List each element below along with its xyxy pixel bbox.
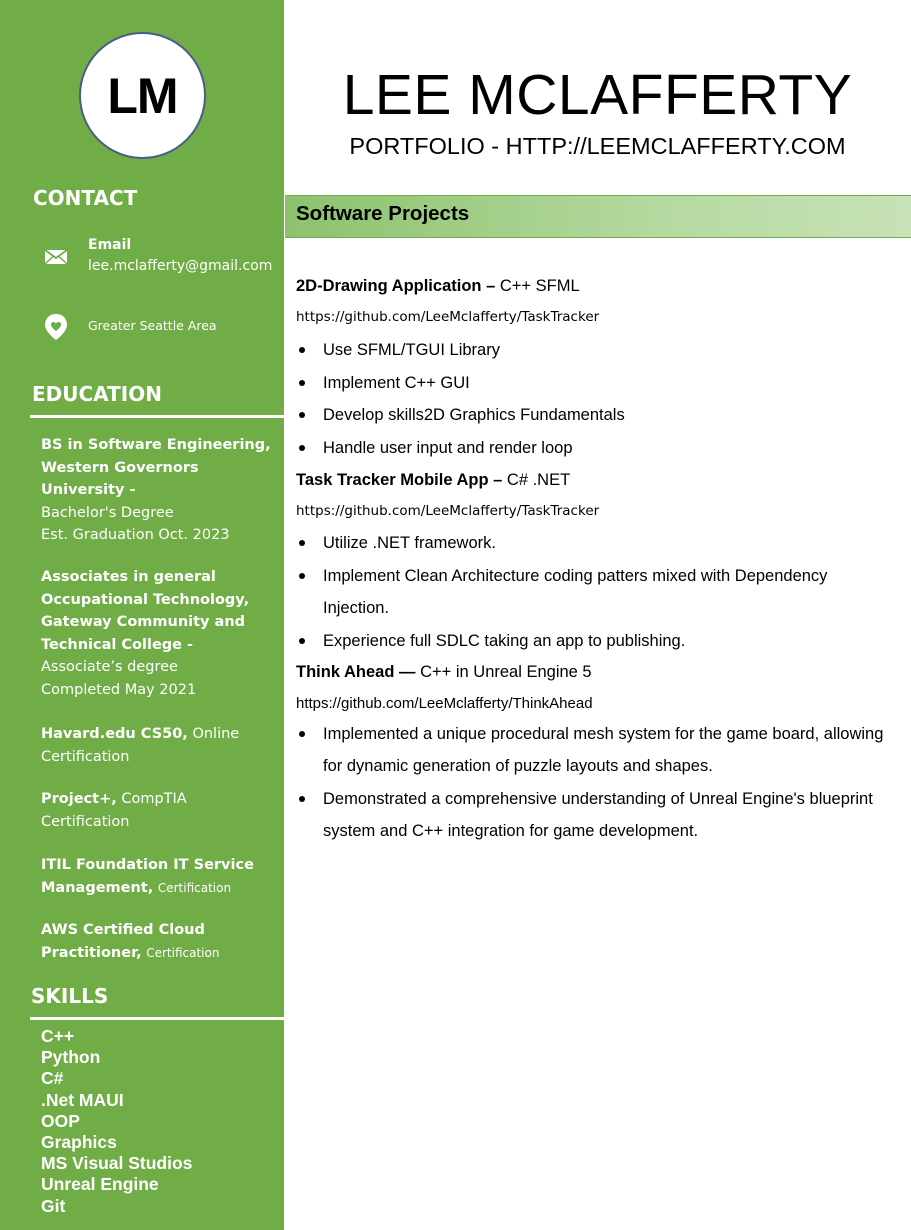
- project-name: 2D-Drawing Application –: [296, 277, 496, 295]
- initials-text: LM: [107, 67, 178, 124]
- bullet-item: Implement C++ GUI: [296, 372, 625, 394]
- skill-item: Git: [41, 1195, 66, 1216]
- envelope-icon: [44, 249, 68, 265]
- portfolio-link[interactable]: PORTFOLIO - HTTP://LEEMCLAFFERTY.COM: [349, 133, 846, 159]
- skill-item: C++: [41, 1026, 75, 1046]
- project-name: Task Tracker Mobile App –: [296, 471, 503, 489]
- education-item-wgu: BS in Software Engineering, Western Gove…: [41, 434, 276, 547]
- skill-item: Python: [41, 1047, 101, 1068]
- bullet-item: Develop skills2D Graphics Fundamentals: [296, 404, 625, 426]
- project-name: Think Ahead —: [296, 663, 416, 681]
- section-header-bar: [285, 195, 911, 238]
- project-title: Think Ahead — C++ in Unreal Engine 5: [296, 663, 592, 682]
- contact-email-block: Email lee.mclafferty@gmail.com: [88, 235, 272, 277]
- education-detail: Certification: [157, 880, 232, 895]
- project-tech: C++ in Unreal Engine 5: [420, 663, 592, 681]
- project-title: 2D-Drawing Application – C++ SFML: [296, 277, 580, 296]
- skill-item: MS Visual Studios: [41, 1153, 193, 1174]
- skill-item: C#: [41, 1068, 64, 1089]
- education-title: Project+,: [41, 791, 117, 807]
- contact-heading: CONTACT: [33, 186, 138, 210]
- education-detail: Bachelor's Degree: [41, 504, 174, 521]
- email-label: Email: [88, 237, 132, 253]
- education-detail: Completed May 2021: [41, 681, 197, 698]
- education-heading: EDUCATION: [32, 382, 162, 406]
- education-detail: CompTIA Certification: [41, 791, 187, 830]
- education-title: ITIL Foundation IT Service Management,: [41, 857, 254, 896]
- skill-item: .Net MAUI: [41, 1089, 124, 1110]
- skill-item: Graphics: [41, 1132, 117, 1153]
- bullet-item: Handle user input and render loop: [296, 437, 625, 459]
- skills-divider: [30, 1017, 284, 1020]
- project-url[interactable]: https://github.com/LeeMclafferty/ThinkAh…: [296, 695, 593, 712]
- project-url[interactable]: https://github.com/LeeMclafferty/TaskTra…: [296, 503, 600, 519]
- bullet-item: Implement Clean Architecture coding patt…: [296, 560, 896, 624]
- person-name: LEE MCLAFFERTY: [342, 63, 853, 127]
- bullet-item: Demonstrated a comprehensive understandi…: [296, 783, 896, 847]
- bullet-item: Utilize .NET framework.: [296, 532, 896, 554]
- map-pin-icon: [45, 314, 67, 340]
- education-title: BS in Software Engineering, Western Gove…: [41, 437, 271, 498]
- skill-item: OOP: [41, 1110, 80, 1131]
- bullet-item: Use SFML/TGUI Library: [296, 339, 625, 361]
- education-detail: Certification: [146, 945, 220, 960]
- education-divider: [30, 415, 284, 418]
- education-detail: Associate’s degree: [41, 659, 178, 675]
- location-text: Greater Seattle Area: [88, 318, 217, 333]
- project-bullets: Use SFML/TGUI Library Implement C++ GUI …: [296, 339, 625, 459]
- skills-list: C++ Python C# .Net MAUI OOP Graphics MS …: [41, 1026, 192, 1217]
- education-title: AWS Certified Cloud Practitioner,: [41, 922, 205, 961]
- education-item-project-plus: Project+, CompTIA Certification: [41, 788, 276, 833]
- education-title: Havard.edu CS50,: [41, 726, 188, 742]
- bullet-item: Implemented a unique procedural mesh sys…: [296, 718, 896, 782]
- education-item-itil: ITIL Foundation IT Service Management, C…: [41, 854, 276, 899]
- initials-avatar: LM: [79, 32, 206, 159]
- education-item-aws: AWS Certified Cloud Practitioner, Certif…: [41, 919, 276, 964]
- education-item-gateway: Associates in general Occupational Techn…: [41, 566, 276, 701]
- education-item-cs50: Havard.edu CS50, Online Certification: [41, 723, 276, 768]
- section-title: Software Projects: [296, 202, 470, 225]
- project-bullets: Implemented a unique procedural mesh sys…: [296, 718, 896, 847]
- project-tech: C++ SFML: [499, 277, 580, 295]
- sidebar: LM CONTACT Email lee.mclafferty@gmail.co…: [0, 0, 284, 1230]
- bullet-item: Experience full SDLC taking an app to pu…: [296, 630, 896, 652]
- email-address[interactable]: lee.mclafferty@gmail.com: [88, 258, 273, 274]
- project-url[interactable]: https://github.com/LeeMclafferty/TaskTra…: [296, 309, 600, 325]
- project-title: Task Tracker Mobile App – C# .NET: [296, 471, 570, 490]
- education-detail: Online Certification: [41, 726, 240, 765]
- project-bullets: Utilize .NET framework. Implement Clean …: [296, 532, 896, 652]
- skill-item: Unreal Engine: [41, 1174, 159, 1195]
- project-tech: C# .NET: [506, 471, 571, 489]
- education-title: Associates in general Occupational Techn…: [41, 569, 250, 653]
- skills-heading: SKILLS: [31, 984, 109, 1008]
- education-detail: Est. Graduation Oct. 2023: [41, 527, 230, 543]
